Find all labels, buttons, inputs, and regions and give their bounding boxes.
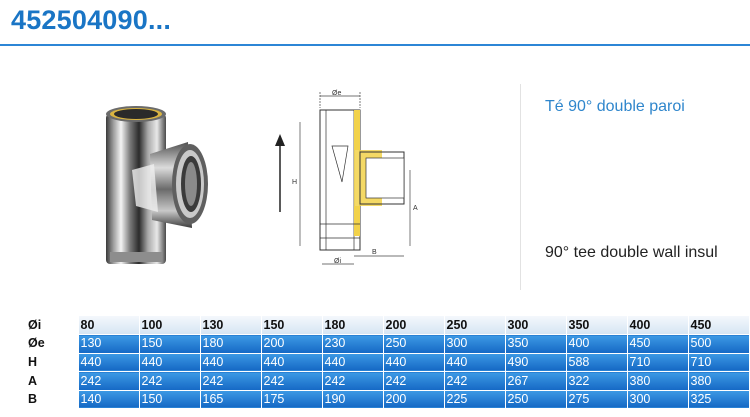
table-cell: 400 (566, 334, 628, 354)
row-header: Øi (26, 316, 79, 336)
table-cell: 242 (78, 371, 140, 391)
caption-french: Té 90° double paroi (545, 98, 685, 115)
table-cell: 200 (261, 334, 323, 354)
product-photo (106, 106, 208, 264)
table-cell: 100 (139, 316, 201, 336)
table-cell: 710 (627, 353, 689, 373)
table-cell: 242 (383, 371, 445, 391)
table-cell: 225 (444, 390, 506, 410)
table-cell: 325 (688, 390, 750, 410)
table-cell: 242 (444, 371, 506, 391)
table-cell: 440 (322, 353, 384, 373)
table-cell: 588 (566, 353, 628, 373)
table-cell: 150 (139, 334, 201, 354)
row-header: H (26, 353, 79, 373)
table-row: H4404404404404404404404905887107107 (26, 353, 750, 373)
table-row: B1401501651751902002252502753003253 (26, 390, 750, 410)
table-cell: 130 (200, 316, 262, 336)
technical-drawing: Øe H A Øi B (275, 90, 418, 265)
table-cell: 200 (383, 390, 445, 410)
title-divider (0, 44, 750, 46)
caption-divider (520, 84, 521, 290)
table-cell: 440 (383, 353, 445, 373)
table-cell: 350 (566, 316, 628, 336)
table-cell: 267 (505, 371, 567, 391)
table-cell: 500 (688, 334, 750, 354)
table-cell: 450 (688, 316, 750, 336)
table-cell: 440 (261, 353, 323, 373)
table-cell: 175 (261, 390, 323, 410)
page-title: 452504090... (11, 5, 172, 35)
table-cell: 250 (444, 316, 506, 336)
table-cell: 380 (627, 371, 689, 391)
table-cell: 230 (322, 334, 384, 354)
table-cell: 150 (139, 390, 201, 410)
table-cell: 380 (688, 371, 750, 391)
table-cell: 242 (200, 371, 262, 391)
dim-h-label: H (292, 179, 297, 186)
table-cell: 242 (139, 371, 201, 391)
table-row: Øe1301501802002302503003504004505005 (26, 334, 750, 354)
table-cell: 180 (200, 334, 262, 354)
table-cell: 250 (383, 334, 445, 354)
row-header: Øe (26, 334, 79, 354)
dim-a-label: A (413, 205, 418, 212)
table-cell: 300 (505, 316, 567, 336)
table-cell: 130 (78, 334, 140, 354)
dim-b-label: B (372, 249, 377, 256)
table-cell: 242 (261, 371, 323, 391)
caption-english: 90° tee double wall insul (545, 244, 718, 261)
flow-arrow-icon (275, 134, 285, 212)
table-cell: 180 (322, 316, 384, 336)
table-cell: 300 (627, 390, 689, 410)
table-cell: 150 (261, 316, 323, 336)
table-row: A2422422422422422422422673223803803 (26, 371, 750, 391)
table-cell: 165 (200, 390, 262, 410)
table-cell: 80 (78, 316, 140, 336)
row-header: A (26, 371, 79, 391)
table-cell: 440 (139, 353, 201, 373)
table-cell: 440 (200, 353, 262, 373)
dim-oi-label: Øi (334, 258, 341, 265)
dimensions-table: Øi801001301501802002503003504004505Øe130… (26, 316, 750, 410)
table-cell: 190 (322, 390, 384, 410)
dim-oe-label: Øe (332, 90, 341, 97)
table-cell: 440 (78, 353, 140, 373)
row-header: B (26, 390, 79, 410)
table-cell: 400 (627, 316, 689, 336)
table-cell: 250 (505, 390, 567, 410)
table-cell: 350 (505, 334, 567, 354)
table-cell: 710 (688, 353, 750, 373)
table-row: Øi801001301501802002503003504004505 (26, 316, 750, 336)
table-cell: 275 (566, 390, 628, 410)
table-cell: 140 (78, 390, 140, 410)
table-cell: 440 (444, 353, 506, 373)
table-cell: 322 (566, 371, 628, 391)
table-cell: 200 (383, 316, 445, 336)
table-cell: 300 (444, 334, 506, 354)
table-cell: 242 (322, 371, 384, 391)
table-cell: 450 (627, 334, 689, 354)
table-cell: 490 (505, 353, 567, 373)
